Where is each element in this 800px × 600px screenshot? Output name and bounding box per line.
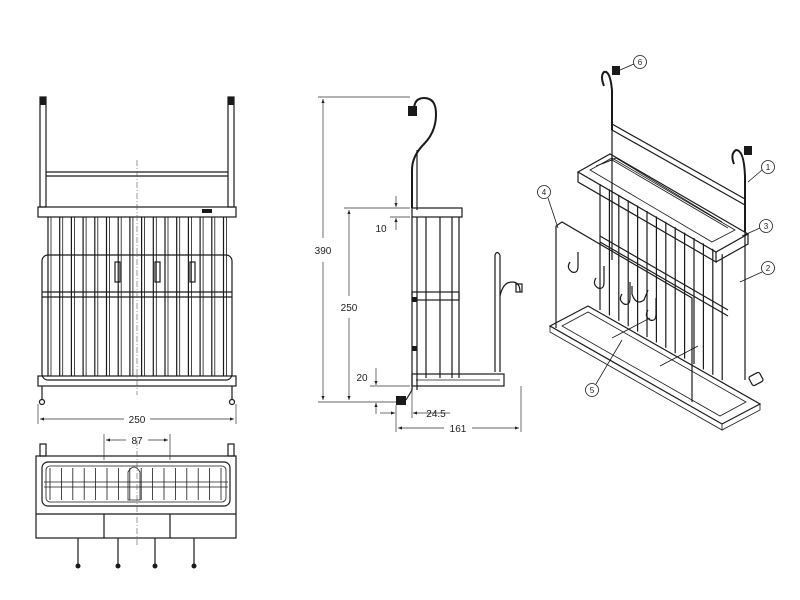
balloon-3-label: 3 [764, 222, 769, 231]
dim-text-basket-height: 250 [341, 303, 358, 314]
balloon-1: 1 [747, 160, 775, 183]
balloon-4: 4 [537, 185, 559, 229]
dim-text-front-width: 250 [129, 415, 146, 426]
balloon-4-label: 4 [542, 188, 547, 197]
side-view [396, 96, 523, 405]
dim-text-hook-offset: 24.5 [426, 409, 446, 420]
balloon-6-label: 6 [638, 58, 643, 67]
iso-hook-left [601, 70, 613, 130]
dim-basket-height: 250 [341, 207, 410, 400]
dim-bottom-height: 20 [356, 368, 410, 414]
dim-top-spacing: 87 [103, 434, 171, 460]
iso-base [548, 305, 762, 425]
balloon-5: 5 [585, 339, 623, 397]
balloon-2-label: 2 [766, 264, 771, 273]
side-basket-top [411, 207, 463, 218]
balloon-1-label: 1 [766, 163, 771, 172]
balloon-2: 2 [739, 261, 775, 283]
iso-front-frame [555, 221, 693, 402]
dim-text-top-spacing: 87 [131, 436, 143, 447]
iso-top-basket [576, 153, 750, 253]
dim-rim-height: 10 [375, 196, 410, 235]
isometric-view [548, 66, 764, 431]
iso-vertical-bars [599, 184, 723, 381]
dim-overall-height: 390 [315, 96, 410, 403]
dim-text-rim-height: 10 [375, 224, 387, 235]
dim-text-overall-height: 390 [315, 246, 332, 257]
top-view-hooks [75, 538, 197, 569]
iso-hooks [567, 252, 657, 321]
iso-hook-right [731, 148, 746, 232]
top-view-bars [49, 468, 222, 500]
front-view [37, 96, 237, 406]
balloon-6: 6 [619, 55, 647, 71]
top-view [35, 440, 237, 569]
dim-text-depth: 161 [450, 424, 467, 435]
balloon-5-label: 5 [590, 386, 595, 395]
balloon-3: 3 [741, 219, 773, 237]
side-rear-frame [494, 251, 501, 372]
side-base [411, 373, 505, 387]
dim-depth: 161 [398, 386, 522, 435]
dim-text-bottom-height: 20 [356, 373, 368, 384]
dim-hook-offset: 24.5 [380, 390, 450, 432]
dim-front-width: 250 [37, 404, 237, 426]
